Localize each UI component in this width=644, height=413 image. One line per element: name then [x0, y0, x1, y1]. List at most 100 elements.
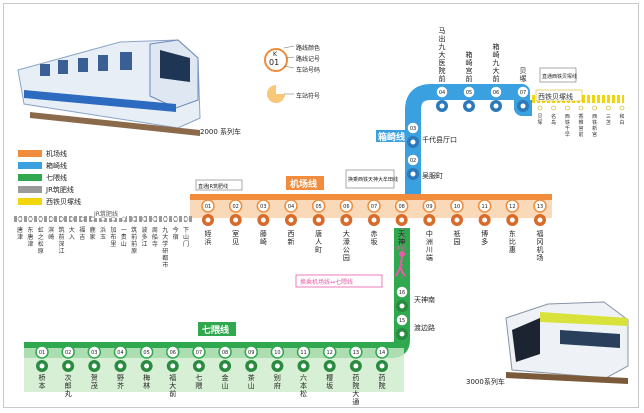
airport-station-08-number: 08: [398, 204, 404, 210]
jr-station-name: 虹之松原: [38, 226, 44, 255]
jr-station-name: 东唐津: [27, 226, 33, 248]
jr-station-name: 周船寺: [152, 227, 158, 248]
jr-station-dot-icon: [69, 216, 75, 222]
nanakuma-station-06-badge-icon: [166, 345, 180, 359]
nanakuma-line-label: 七隈线: [202, 324, 229, 336]
hakozaki-station-name: 吴服町: [422, 172, 443, 180]
hakozaki-line-label-bg: [376, 130, 410, 142]
jr-station-dot-icon: [111, 216, 116, 222]
legend-item: 箱崎线: [18, 160, 108, 171]
key-line-code: 路线记号: [296, 56, 321, 63]
airport-station-05-number: 05: [315, 204, 321, 210]
nanakuma-station-05-number: 05: [143, 350, 149, 356]
airport-station-06-badge-icon: [339, 199, 354, 213]
jr-station-dot-icon: [90, 216, 95, 222]
airport-station-13-badge-icon: [533, 199, 547, 213]
airport-station-10-number: 10: [454, 204, 460, 210]
nanakuma-station-12-number: 12: [327, 350, 333, 356]
legend-swatch-icon: [18, 162, 42, 169]
tenjin-transfer-note: 换乘西铁天神大牟田线: [348, 176, 398, 183]
hakozaki-station-06-number: 06: [493, 90, 499, 96]
airport-station-09-number: 09: [426, 204, 432, 210]
nanakuma-line-band: [24, 342, 404, 392]
nishitetsu-station-name: 西铁新宫: [592, 114, 597, 138]
jr-direct-note: 直通JR筑肥线: [198, 183, 228, 190]
hakozaki-station-04-badge-icon: [435, 85, 449, 99]
nishitetsu-station-name: 香椎宫前: [578, 113, 583, 138]
legend-item: 西铁贝塚线: [18, 196, 108, 207]
airport-station-06-number: 06: [343, 204, 349, 210]
jr-station-dot-icon: [152, 216, 158, 222]
train-3000-image: [505, 301, 629, 384]
hakozaki-line-label: 箱崎线: [378, 131, 405, 143]
jr-station-dot-icon: [59, 216, 64, 222]
key-station-no: 车站号码: [296, 67, 321, 74]
nishitetsu-station-name: 西铁千早: [565, 114, 570, 138]
nishitetsu-station-name: 三苫: [606, 114, 611, 126]
nanakuma-station-05-badge-icon: [139, 345, 154, 359]
hakozaki-station-name: 贝塚: [520, 67, 527, 83]
jr-station-name: 九大学研都市: [162, 226, 168, 269]
airport-station-01-badge-icon: [201, 199, 215, 213]
nanakuma-station-11-number: 11: [300, 350, 306, 356]
nishitetsu-station-dot-icon: [606, 105, 611, 111]
jr-station-dot-icon: [131, 216, 137, 222]
nishitetsu-station-dot-icon: [537, 105, 543, 111]
nanakuma-station-name: 六本松: [300, 373, 307, 398]
airport-station-01-number: 01: [205, 204, 211, 210]
airport-station-name: 中洲川端: [426, 229, 433, 262]
airport-station-08-badge-icon: [394, 199, 409, 213]
airport-station-name: 唐人町: [315, 229, 322, 254]
nanakuma-station-name: 天神南: [414, 295, 435, 304]
nanakuma-station-04-number: 04: [117, 350, 123, 356]
legend-label: JR筑肥线: [46, 185, 74, 194]
airport-station-name: 赤坂: [371, 230, 378, 246]
nanakuma-station-name: 别府: [274, 373, 281, 390]
airport-station-13-number: 13: [537, 204, 543, 210]
airport-station-12-badge-icon: [505, 199, 520, 213]
jr-station-name: 唐津: [17, 226, 23, 241]
jr-station-dot-icon: [173, 216, 178, 222]
nanakuma-station-14-number: 14: [379, 350, 385, 356]
nanakuma-station-01-badge-icon: [35, 345, 49, 359]
airport-station-11-badge-icon: [477, 199, 492, 213]
jr-station-name: 大入: [69, 226, 75, 241]
jr-station-name: 波多江: [141, 226, 147, 248]
key-badge-top: K: [273, 51, 278, 58]
airport-station-name: 姪浜: [205, 229, 212, 246]
nanakuma-station-02-number: 02: [65, 350, 71, 356]
airport-station-02-badge-icon: [228, 199, 243, 213]
nanakuma-station-07-number: 07: [196, 350, 202, 356]
airport-station-04-number: 04: [288, 204, 294, 210]
legend-item: 七隈线: [18, 172, 108, 183]
jr-station-dot-icon: [28, 216, 33, 222]
nanakuma-station-name: 茶山: [248, 373, 255, 390]
nanakuma-station-07-badge-icon: [192, 345, 206, 359]
nanakuma-station-06-number: 06: [170, 350, 176, 356]
hakozaki-station-02-badge-icon: [406, 153, 420, 167]
hakozaki-station-03-badge-icon: [406, 121, 420, 135]
airport-station-name: 福冈机场: [537, 229, 544, 262]
jr-station-dot-icon: [100, 216, 106, 222]
nanakuma-station-02-badge-icon: [61, 345, 75, 359]
nanakuma-station-15-number: 15: [399, 318, 405, 324]
legend-swatch-icon: [18, 174, 42, 181]
nanakuma-station-13-number: 13: [353, 350, 359, 356]
nishitetsu-station-dot-icon: [565, 105, 570, 111]
nanakuma-station-list: 01桥本02次郎丸03贺茂04野芥05梅林06福大前07七隈08金山09茶山10…: [35, 285, 435, 406]
nanakuma-station-name: 药院: [379, 373, 386, 390]
jr-station-name: 筑前前原: [131, 226, 137, 255]
hakozaki-station-04-number: 04: [439, 90, 445, 96]
jr-station-list: 唐津东唐津虹之松原滨崎筑前深江大入福吉鹿家浜玉加布里一贵山筑前前原波多江周船寺九…: [17, 216, 189, 269]
airport-station-03-badge-icon: [256, 199, 271, 213]
hakozaki-station-07-number: 07: [520, 90, 526, 96]
airport-line-label: 机场线: [290, 178, 317, 190]
airport-station-name: 东比惠: [509, 229, 516, 254]
airport-station-name: 博多: [481, 229, 488, 246]
airport-station-05-badge-icon: [311, 199, 326, 213]
nanakuma-station-name: 药院大通: [352, 373, 359, 406]
transfer-note-box: [295, 274, 383, 288]
key-station-symbol: 车站符号: [296, 93, 321, 100]
